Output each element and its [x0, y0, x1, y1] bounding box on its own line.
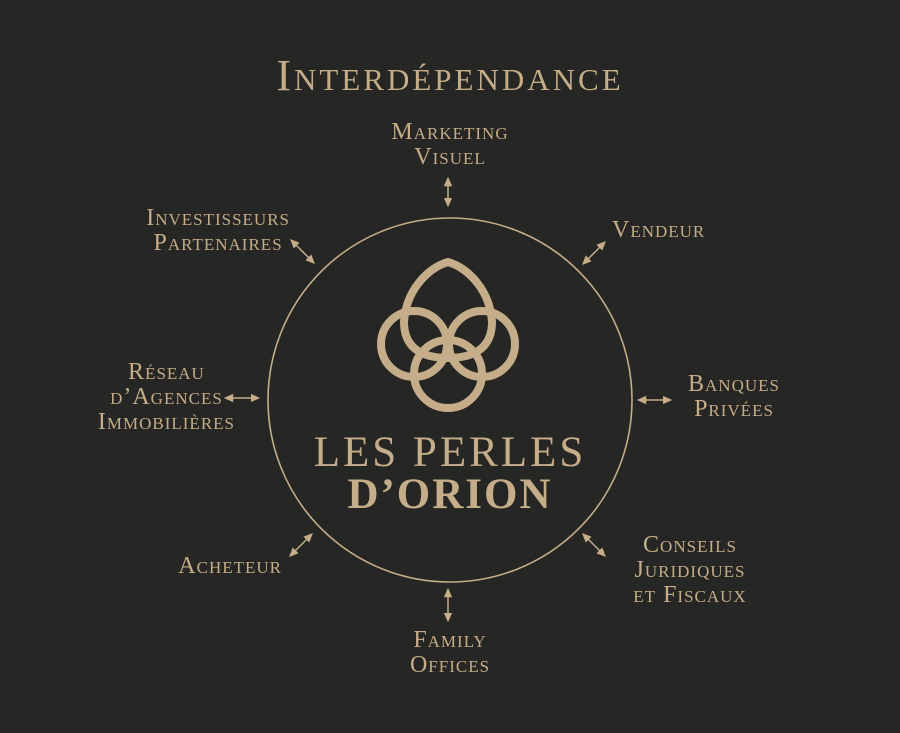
node-label: d’Agences [110, 384, 223, 410]
node-vendeur: Vendeur [612, 218, 705, 243]
node-label: Juridiques [634, 557, 746, 583]
double-arrow-icon [290, 239, 315, 264]
central-circle [267, 217, 633, 583]
node-investisseurs-partenaires: Investisseurs Partenaires [146, 206, 290, 256]
interlaced-rings-logo-icon [377, 257, 519, 412]
node-reseau-agences-immobilieres: Réseau d’Agences Immobilières [98, 360, 235, 435]
node-label: Visuel [414, 144, 486, 170]
node-label: et Fiscaux [633, 582, 747, 608]
node-label: Privées [694, 396, 774, 422]
node-label: Family [413, 627, 487, 653]
brand-name-line2: D’ORION [347, 471, 553, 518]
node-label: Conseils [643, 532, 737, 558]
node-label: Partenaires [153, 230, 283, 256]
node-family-offices: Family Offices [350, 628, 550, 678]
node-label: Banques [688, 371, 780, 397]
node-conseils-juridiques-fiscaux: Conseils Juridiques et Fiscaux [610, 533, 770, 608]
node-label: Investisseurs [146, 205, 290, 231]
brand-name-line1: LES PERLES [313, 429, 587, 476]
node-label: Vendeur [612, 217, 706, 243]
diagram-title: Interdépendance [276, 51, 624, 100]
node-marketing-visuel: Marketing Visuel [350, 120, 550, 170]
double-arrow-icon [582, 241, 606, 265]
connector-arrows [223, 176, 673, 623]
node-label: Réseau [128, 359, 205, 385]
node-label: Acheteur [178, 553, 282, 579]
node-acheteur: Acheteur [178, 554, 282, 579]
node-label: Offices [409, 652, 491, 678]
double-arrow-icon [289, 533, 313, 557]
node-banques-privees: Banques Privées [664, 372, 804, 422]
double-arrow-icon [582, 533, 606, 557]
node-label: Immobilières [97, 409, 235, 435]
node-label: Marketing [391, 119, 509, 145]
